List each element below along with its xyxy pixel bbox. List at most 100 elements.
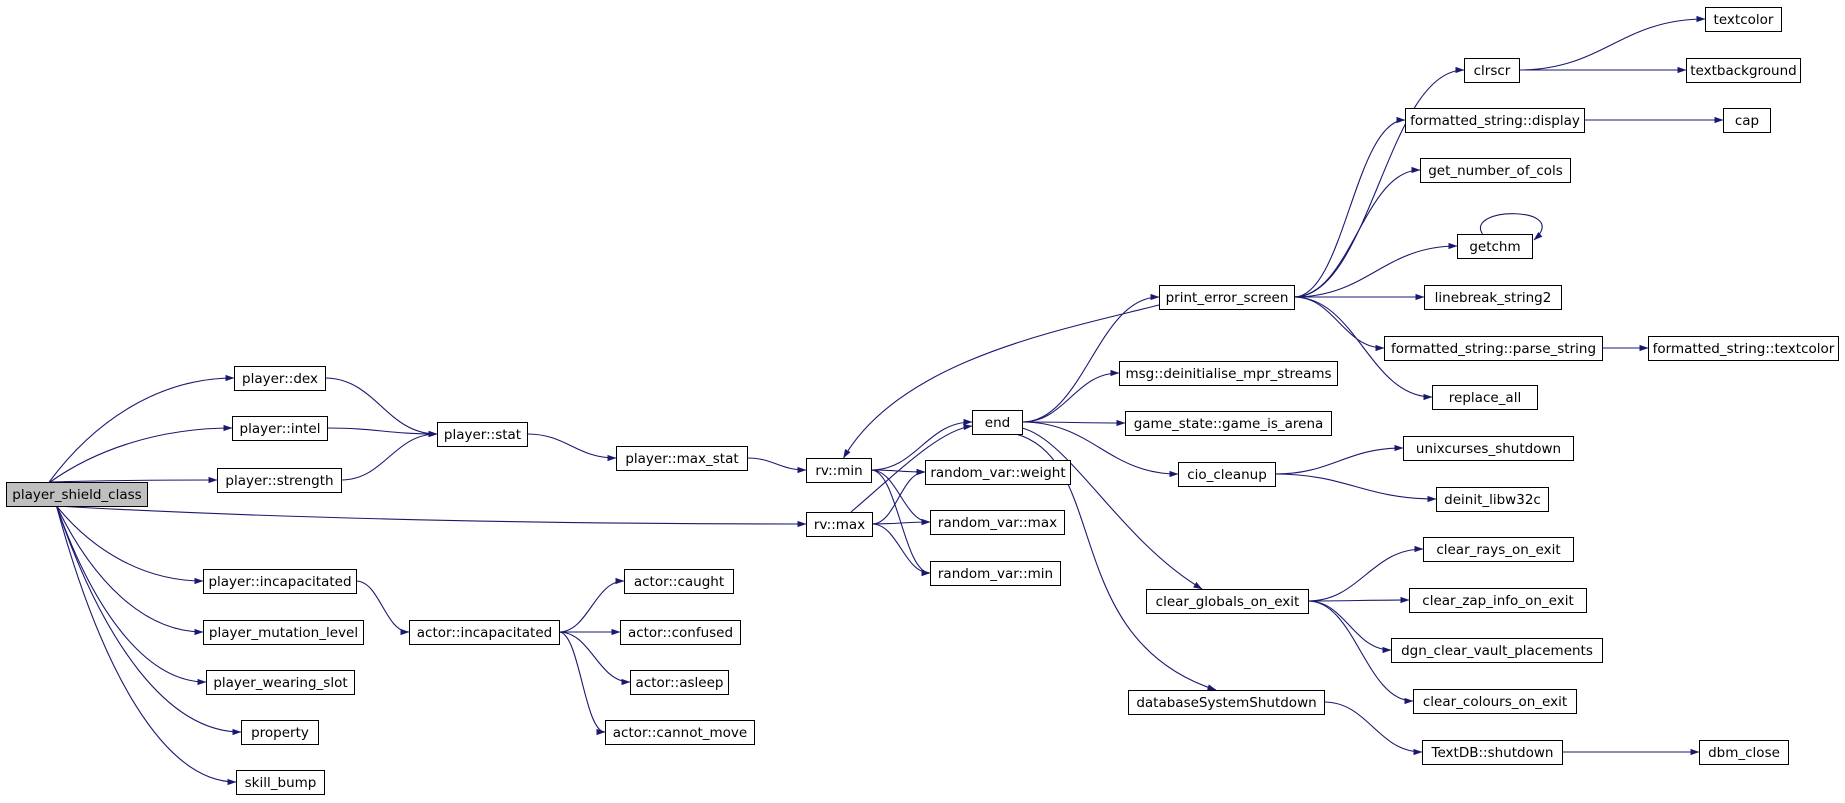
node-label: player_shield_class [12,487,141,503]
node-fs-display[interactable]: formatted_string::display [1405,108,1585,133]
node-player-wearing-slot[interactable]: player_wearing_slot [206,670,355,695]
node-get-number-of-cols[interactable]: get_number_of_cols [1420,158,1571,183]
node-box[interactable] [1705,7,1782,32]
node-box[interactable] [1125,411,1332,436]
node-player-stat[interactable]: player::stat [437,422,528,447]
node-box[interactable] [806,458,872,483]
node-cio-cleanup[interactable]: cio_cleanup [1178,462,1276,487]
node-linebreak-string2[interactable]: linebreak_string2 [1424,285,1562,310]
node-box[interactable] [1422,740,1563,765]
node-dbm-close[interactable]: dbm_close [1699,740,1789,765]
node-clear-rays-on-exit[interactable]: clear_rays_on_exit [1423,537,1574,562]
node-replace-all[interactable]: replace_all [1432,385,1538,410]
node-box[interactable] [616,446,748,471]
node-actor-asleep[interactable]: actor::asleep [630,670,729,695]
node-random-var-min[interactable]: random_var::min [930,561,1061,586]
node-box[interactable] [1423,537,1574,562]
node-player-shield-class[interactable]: player_shield_class [6,482,148,507]
node-game-is-arena[interactable]: game_state::game_is_arena [1125,411,1332,436]
node-box[interactable] [6,482,148,507]
node-skill-bump[interactable]: skill_bump [236,770,325,795]
node-box[interactable] [1686,58,1801,83]
node-box[interactable] [1723,108,1771,133]
node-actor-cannot-move[interactable]: actor::cannot_move [605,720,755,745]
node-box[interactable] [1457,234,1533,259]
node-box[interactable] [1409,588,1587,613]
node-property[interactable]: property [241,720,319,745]
node-box[interactable] [217,468,342,493]
node-box[interactable] [1146,589,1309,614]
node-box[interactable] [203,620,364,645]
node-box[interactable] [630,670,729,695]
node-fs-textcolor[interactable]: formatted_string::textcolor [1648,336,1839,361]
node-cap[interactable]: cap [1723,108,1771,133]
node-box[interactable] [206,670,355,695]
node-box[interactable] [1420,158,1571,183]
node-player-intel[interactable]: player::intel [232,416,328,441]
node-actor-incapacitated[interactable]: actor::incapacitated [409,620,560,645]
node-box[interactable] [1424,285,1562,310]
node-label: clear_colours_on_exit [1423,694,1567,710]
node-box[interactable] [930,561,1061,586]
node-random-var-max[interactable]: random_var::max [930,510,1065,535]
node-box[interactable] [1403,436,1574,461]
node-random-var-weight[interactable]: random_var::weight [925,460,1071,485]
node-clear-globals-on-exit[interactable]: clear_globals_on_exit [1146,589,1309,614]
node-player-incapacitated[interactable]: player::incapacitated [203,569,357,594]
node-actor-confused[interactable]: actor::confused [620,620,741,645]
node-textbackground[interactable]: textbackground [1686,58,1801,83]
node-box[interactable] [437,422,528,447]
node-box[interactable] [203,569,357,594]
node-print-error-screen[interactable]: print_error_screen [1159,285,1295,310]
node-box[interactable] [1436,487,1549,512]
node-box[interactable] [1159,285,1295,310]
node-end[interactable]: end [972,410,1023,435]
node-box[interactable] [1128,690,1325,715]
node-box[interactable] [1648,336,1839,361]
node-unixcurses-shutdown[interactable]: unixcurses_shutdown [1403,436,1574,461]
node-player-mutation-level[interactable]: player_mutation_level [203,620,364,645]
node-deinit-libw32c[interactable]: deinit_libw32c [1436,487,1549,512]
node-box[interactable] [620,620,741,645]
node-dgn-clear-vault-placements[interactable]: dgn_clear_vault_placements [1391,638,1603,663]
node-box[interactable] [1432,385,1538,410]
node-label: actor::confused [628,625,733,641]
node-textcolor[interactable]: textcolor [1705,7,1782,32]
node-databaseSystemShutdown[interactable]: databaseSystemShutdown [1128,690,1325,715]
node-player-strength[interactable]: player::strength [217,468,342,493]
node-msg-deinit[interactable]: msg::deinitialise_mpr_streams [1119,361,1338,386]
edge-clrscr-to-textcolor [1518,15,1706,71]
node-box[interactable] [1384,336,1603,361]
node-rv-max[interactable]: rv::max [806,512,873,537]
node-box[interactable] [605,720,755,745]
node-box[interactable] [232,416,328,441]
node-rv-min[interactable]: rv::min [806,458,872,483]
node-clear-colours-on-exit[interactable]: clear_colours_on_exit [1413,689,1577,714]
node-actor-caught[interactable]: actor::caught [624,569,734,594]
edge-arrow [850,423,973,513]
node-box[interactable] [806,512,873,537]
node-box[interactable] [241,720,319,745]
node-box[interactable] [1413,689,1577,714]
node-box[interactable] [925,460,1071,485]
node-box[interactable] [1464,58,1520,83]
node-box[interactable] [1405,108,1585,133]
node-box[interactable] [234,366,326,391]
node-textdb-shutdown[interactable]: TextDB::shutdown [1422,740,1563,765]
node-getchm[interactable]: getchm [1457,234,1533,259]
node-box[interactable] [972,410,1023,435]
node-box[interactable] [930,510,1065,535]
node-box[interactable] [1699,740,1789,765]
node-box[interactable] [236,770,325,795]
node-clear-zap-info-on-exit[interactable]: clear_zap_info_on_exit [1409,588,1587,613]
node-box[interactable] [1119,361,1338,386]
node-box[interactable] [1391,638,1603,663]
node-clrscr[interactable]: clrscr [1464,58,1520,83]
node-box[interactable] [409,620,560,645]
node-player-dex[interactable]: player::dex [234,366,326,391]
edge-cio_cleanup-to-deinit_libw32c [1274,473,1437,503]
node-box[interactable] [624,569,734,594]
node-player-max-stat[interactable]: player::max_stat [616,446,748,471]
node-fs-parse-string[interactable]: formatted_string::parse_string [1384,336,1603,361]
node-box[interactable] [1178,462,1276,487]
